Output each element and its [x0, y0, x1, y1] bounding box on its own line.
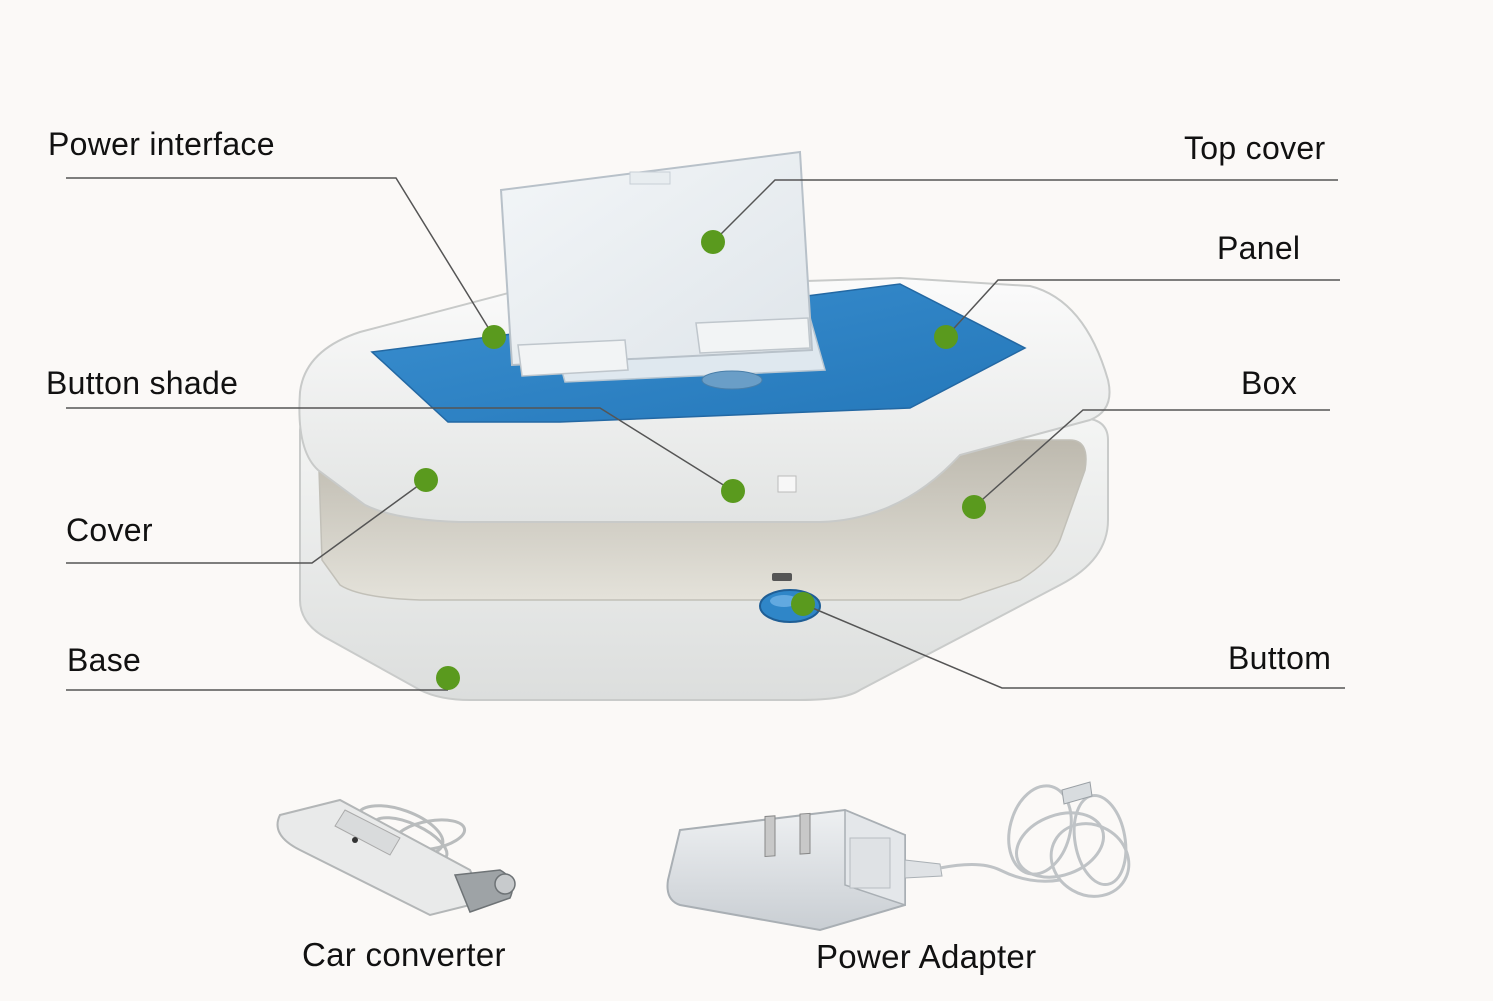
marker-top-cover [701, 230, 725, 254]
leader-cover [66, 479, 427, 564]
label-box: Box [1241, 365, 1298, 401]
marker-buttom [791, 592, 815, 616]
caption-power-adapter: Power Adapter [816, 938, 1037, 975]
leader-panel [945, 279, 1340, 338]
label-base: Base [67, 642, 142, 678]
power-adapter-illustration [666, 781, 1131, 932]
label-cover: Cover [66, 512, 153, 548]
label-panel: Panel [1217, 230, 1301, 266]
leader-button-shade [66, 407, 734, 492]
leader-box [973, 409, 1330, 508]
marker-base [436, 666, 460, 690]
label-power-interface: Power interface [48, 126, 275, 162]
markers [414, 230, 986, 690]
car-converter-illustration [276, 798, 516, 917]
leader-top-cover [712, 179, 1338, 243]
label-top-cover: Top cover [1184, 130, 1326, 166]
label-button-shade: Button shade [46, 365, 239, 401]
caption-car-converter: Car converter [302, 936, 506, 973]
marker-cover [414, 468, 438, 492]
leader-lines [66, 177, 1345, 691]
leader-buttom [802, 603, 1345, 689]
marker-panel [934, 325, 958, 349]
marker-button-shade [721, 479, 745, 503]
marker-power-interface [482, 325, 506, 349]
marker-box [962, 495, 986, 519]
label-buttom: Buttom [1228, 640, 1332, 676]
device-top-cover [499, 150, 814, 377]
slot-icon [772, 573, 792, 581]
leader-power-interface [66, 177, 495, 338]
